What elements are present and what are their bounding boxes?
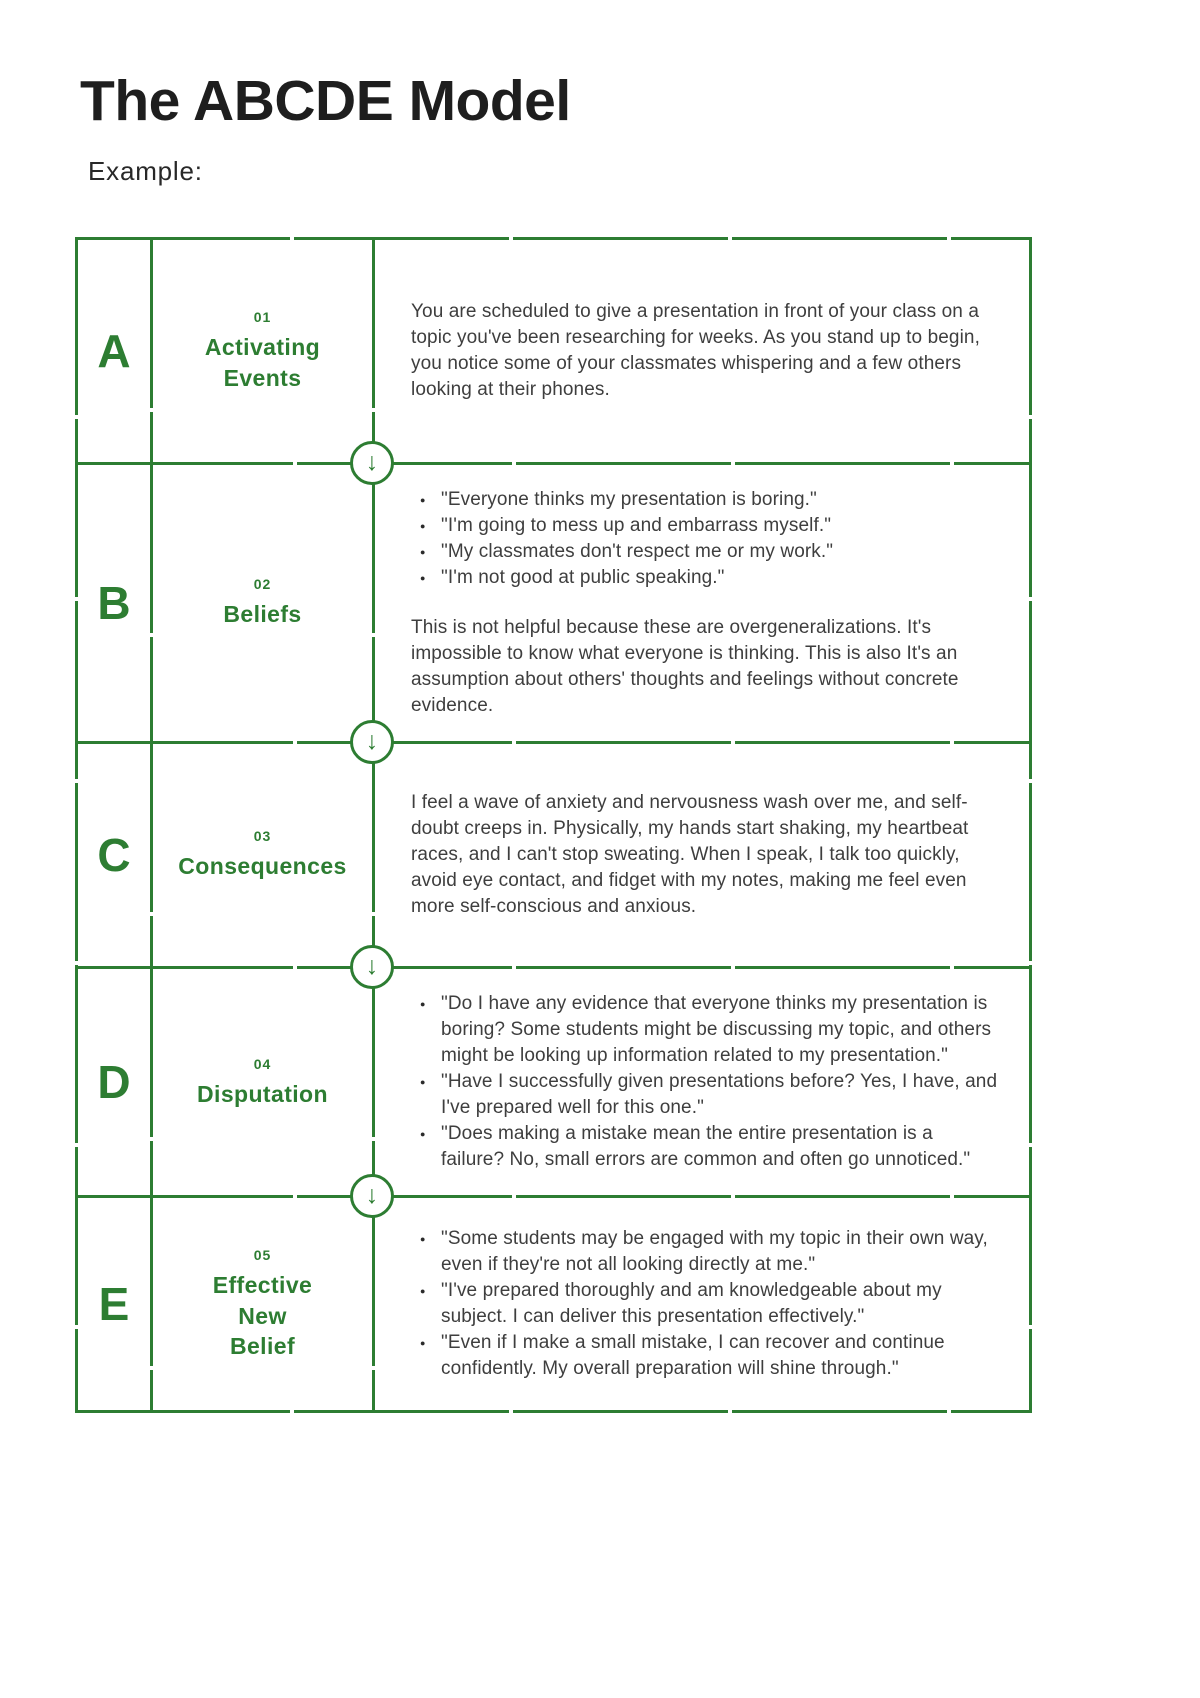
row-divider: ↓ xyxy=(78,945,1029,990)
row-label: Belief xyxy=(229,1332,296,1359)
down-arrow-icon: ↓ xyxy=(350,1174,394,1219)
content-cell: "Do I have any evidence that everyone th… xyxy=(375,969,1029,1195)
bullet-item: "My classmates don't respect me or my wo… xyxy=(411,539,999,565)
bullet-item: "Have I successfully given presentations… xyxy=(411,1069,999,1121)
bullet-item: "Even if I make a small mistake, I can r… xyxy=(411,1330,999,1382)
row-label: Disputation xyxy=(197,1080,328,1107)
column-divider xyxy=(150,969,153,1196)
down-arrow-icon: ↓ xyxy=(350,720,394,765)
page-title: The ABCDE Model xyxy=(80,69,571,133)
bullet-item: "Everyone thinks my presentation is bori… xyxy=(411,487,999,513)
row-letter: A xyxy=(97,325,131,377)
column-divider xyxy=(372,744,375,967)
down-arrow-glyph: ↓ xyxy=(365,951,379,980)
row-label: Events xyxy=(223,364,302,391)
content-cell: I feel a wave of anxiety and nervousness… xyxy=(375,744,1029,966)
row-label: Effective xyxy=(212,1272,313,1299)
letter-cell: C xyxy=(78,744,150,966)
bullet-item: "Some students may be engaged with my to… xyxy=(411,1226,999,1278)
row-label: Activating xyxy=(204,334,321,361)
row-divider: ↓ xyxy=(78,441,1029,485)
column-divider xyxy=(150,465,153,742)
letter-cell: D xyxy=(78,969,150,1195)
bullet-list: "Everyone thinks my presentation is bori… xyxy=(411,487,999,591)
row-number: 04 xyxy=(253,1055,272,1072)
row-number: 02 xyxy=(253,576,272,593)
table-border-left xyxy=(75,237,78,1414)
row-number: 05 xyxy=(253,1247,272,1264)
row-letter: B xyxy=(97,577,131,630)
column-divider xyxy=(372,465,375,742)
column-divider xyxy=(372,969,375,1196)
row-letter: C xyxy=(97,829,131,882)
row-divider: ↓ xyxy=(78,720,1029,765)
column-divider xyxy=(150,1198,153,1411)
bullet-list: "Some students may be engaged with my to… xyxy=(411,1226,999,1382)
bullet-item: "I'm going to mess up and embarrass myse… xyxy=(411,513,999,539)
content-cell: "Everyone thinks my presentation is bori… xyxy=(375,465,1029,741)
bullet-item: "Does making a mistake mean the entire p… xyxy=(411,1121,999,1173)
down-arrow-icon: ↓ xyxy=(350,441,394,485)
down-arrow-glyph: ↓ xyxy=(365,1180,379,1209)
column-divider xyxy=(150,744,153,967)
page-subtitle: Example: xyxy=(88,156,203,186)
row-divider: ↓ xyxy=(78,1174,1029,1219)
bullet-item: "Do I have any evidence that everyone th… xyxy=(411,991,999,1069)
row-label: Beliefs xyxy=(223,601,302,628)
down-arrow-glyph: ↓ xyxy=(365,726,379,755)
down-arrow-icon: ↓ xyxy=(350,945,394,990)
column-divider xyxy=(150,240,153,462)
row-label: Consequences xyxy=(178,853,347,880)
table-border-bottom xyxy=(75,1410,1032,1414)
row-number: 01 xyxy=(253,309,272,326)
column-divider xyxy=(372,1198,375,1411)
table-border-right xyxy=(1029,237,1032,1414)
letter-cell: A xyxy=(78,240,150,462)
row-letter: E xyxy=(98,1278,130,1331)
letter-cell: B xyxy=(78,465,150,741)
paragraph: I feel a wave of anxiety and nervousness… xyxy=(411,792,969,918)
row-number: 03 xyxy=(253,828,272,845)
bullet-item: "I've prepared thoroughly and am knowled… xyxy=(411,1278,999,1330)
row-letter: D xyxy=(97,1056,131,1109)
bullet-item: "I'm not good at public speaking." xyxy=(411,565,999,591)
row-label: New xyxy=(238,1302,287,1329)
content-cell: "Some students may be engaged with my to… xyxy=(375,1198,1029,1410)
content-cell: You are scheduled to give a presentation… xyxy=(375,240,1029,462)
table-border-top xyxy=(75,237,1032,240)
bullet-list: "Do I have any evidence that everyone th… xyxy=(411,991,999,1173)
paragraph: This is not helpful because these are ov… xyxy=(411,617,959,717)
letter-cell: E xyxy=(78,1198,150,1410)
down-arrow-glyph: ↓ xyxy=(365,447,379,476)
paragraph: You are scheduled to give a presentation… xyxy=(411,300,980,401)
column-divider xyxy=(372,240,375,462)
